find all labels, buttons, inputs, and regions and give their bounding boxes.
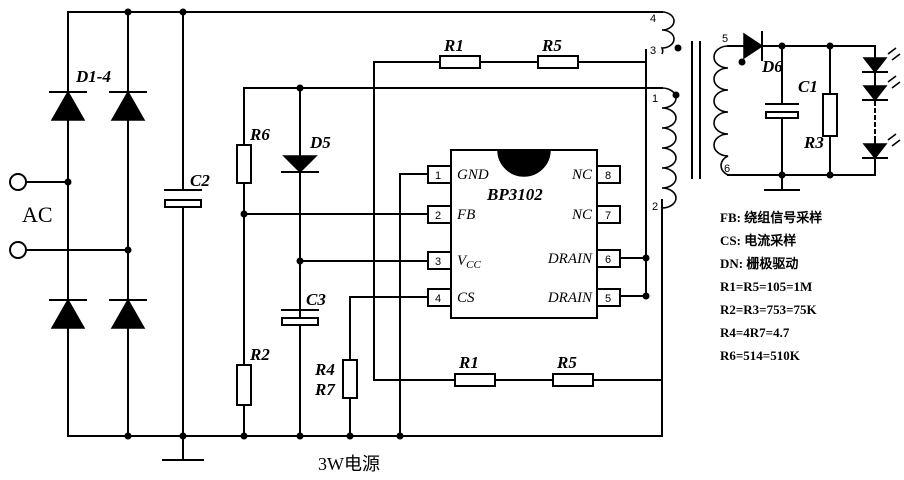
junction-dots	[64, 8, 834, 440]
winding-5-6	[713, 45, 729, 176]
winding-5-number: 5	[722, 33, 728, 45]
diode-d2	[110, 90, 146, 121]
resistor-r1-bottom	[454, 373, 496, 387]
capacitor-c1	[765, 103, 799, 119]
resistor-r1-top	[439, 55, 481, 69]
pin-4-number: 4	[435, 293, 441, 305]
winding-1-2	[661, 87, 677, 209]
diode-d1	[50, 90, 86, 121]
bridge-rectifier	[49, 90, 147, 329]
led-2	[862, 75, 901, 102]
winding-dot-3	[674, 44, 682, 52]
caption: 3W电源	[318, 454, 380, 474]
label-r1-bottom: R1	[458, 353, 479, 372]
capacitor-c2	[164, 189, 202, 208]
label-r2: R2	[249, 345, 270, 364]
winding-3-4	[660, 11, 675, 55]
resistor-r5-top	[537, 55, 579, 69]
notes: FB: 绕组信号采样 CS: 电流采样 DN: 栅极驱动 R1=R5=105=1…	[720, 210, 822, 363]
pin-4-name: CS	[457, 290, 475, 306]
ac-terminal-1	[9, 173, 27, 191]
resistor-r4-r7	[342, 359, 358, 399]
diode-d3	[50, 298, 86, 329]
label-ac: AC	[22, 202, 53, 227]
label-r6: R6	[249, 125, 270, 144]
label-r5-bottom: R5	[556, 353, 577, 372]
pin-6-name: DRAIN	[547, 251, 593, 267]
ac-terminal-2	[9, 241, 27, 259]
note-r1-r5: R1=R5=105=1M	[720, 279, 812, 294]
resistor-r5-bottom	[552, 373, 594, 387]
pin-2-number: 2	[435, 210, 441, 222]
pin-5-name: DRAIN	[547, 290, 593, 306]
pin-3-number: 3	[435, 256, 441, 268]
label-r1-top: R1	[443, 36, 464, 55]
winding-dot-1	[672, 91, 680, 99]
led-string	[862, 47, 901, 160]
diode-d6	[743, 31, 764, 61]
winding-2-number: 2	[652, 201, 658, 213]
ic-bp3102	[427, 149, 621, 319]
label-r4: R4	[314, 360, 335, 379]
label-r3: R3	[803, 133, 824, 152]
winding-6-number: 6	[724, 163, 730, 175]
led-1	[862, 47, 901, 87]
pin-2-name: FB	[456, 207, 475, 223]
note-dn: DN: 栅极驱动	[720, 256, 798, 271]
label-r7: R7	[314, 380, 336, 399]
pin-1-number: 1	[435, 170, 441, 182]
label-d6: D6	[761, 57, 783, 76]
note-fb: FB: 绕组信号采样	[720, 210, 822, 225]
pin-8-name: NC	[571, 167, 593, 183]
winding-4-number: 4	[650, 13, 656, 25]
label-d5: D5	[309, 133, 331, 152]
pin-7-number: 7	[605, 210, 611, 222]
pin-5-number: 5	[605, 293, 611, 305]
note-r2-r3: R2=R3=753=75K	[720, 302, 817, 317]
ic-name: BP3102	[486, 185, 543, 204]
capacitor-c3	[281, 309, 319, 326]
diode-d5	[281, 155, 319, 174]
label-c3: C3	[306, 290, 326, 309]
winding-dot-5	[738, 58, 746, 66]
note-r4: R4=4R7=4.7	[720, 325, 790, 340]
pin-7-name: NC	[571, 207, 593, 223]
pin-3-name: VCC	[457, 253, 482, 271]
note-r6: R6=514=510K	[720, 348, 801, 363]
winding-1-number: 1	[652, 93, 658, 105]
transformer	[660, 11, 746, 209]
pin-6-number: 6	[605, 254, 611, 266]
pin-1-name: GND	[457, 167, 489, 183]
label-bridge: D1-4	[75, 67, 111, 86]
label-c2: C2	[190, 171, 210, 190]
note-cs: CS: 电流采样	[720, 233, 796, 248]
pin-8-number: 8	[605, 170, 611, 182]
led-3	[862, 133, 901, 160]
label-c1: C1	[798, 77, 818, 96]
diode-d4	[110, 298, 146, 329]
winding-3-number: 3	[650, 45, 656, 57]
label-r5-top: R5	[541, 36, 562, 55]
resistor-r3	[822, 93, 838, 137]
resistor-r2	[236, 364, 252, 406]
resistor-r6	[236, 144, 252, 184]
